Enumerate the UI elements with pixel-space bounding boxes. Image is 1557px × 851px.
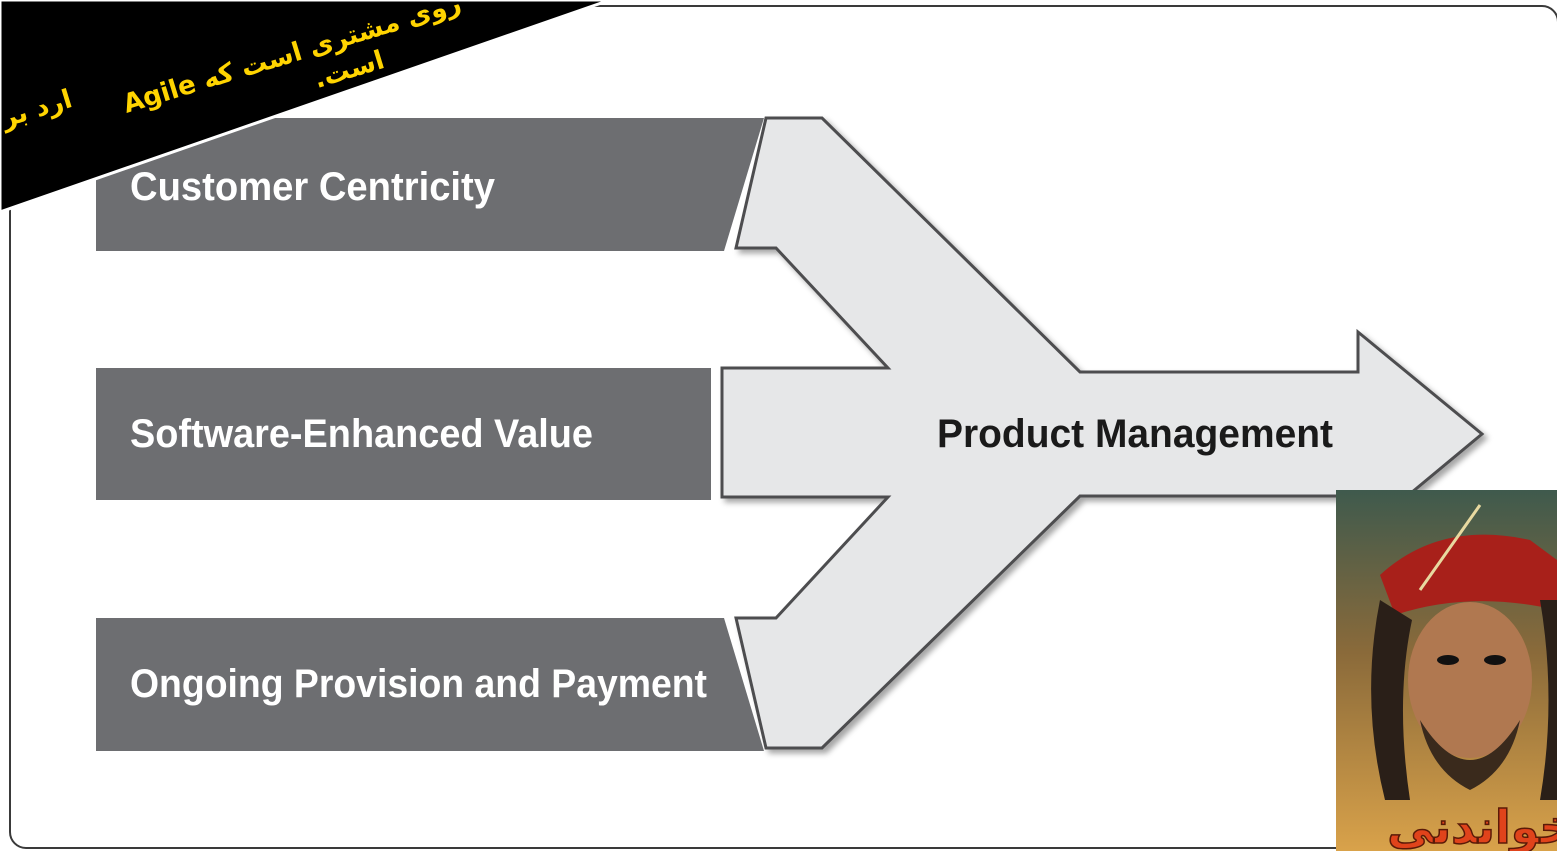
bandana-shape xyxy=(1380,534,1557,615)
input-band-ongoing-provision xyxy=(96,618,764,751)
thumbnail-caption: خواندنی xyxy=(1387,800,1557,851)
caption-banner: ارد بر فرایند روی مشتری است که Agile است… xyxy=(0,0,611,214)
input-band-customer-centricity xyxy=(96,118,764,251)
output-label-product-management: Product Management xyxy=(937,412,1333,456)
input-label-customer-centricity: Customer Centricity xyxy=(130,165,496,209)
input-label-software-enhanced-value: Software-Enhanced Value xyxy=(130,412,593,456)
input-band-software-enhanced-value xyxy=(96,368,711,500)
input-label-ongoing-provision: Ongoing Provision and Payment xyxy=(130,662,707,706)
product-management-arrow xyxy=(720,116,1485,750)
channel-thumbnail: خواندنی xyxy=(1336,490,1557,851)
face-shape xyxy=(1408,602,1532,758)
